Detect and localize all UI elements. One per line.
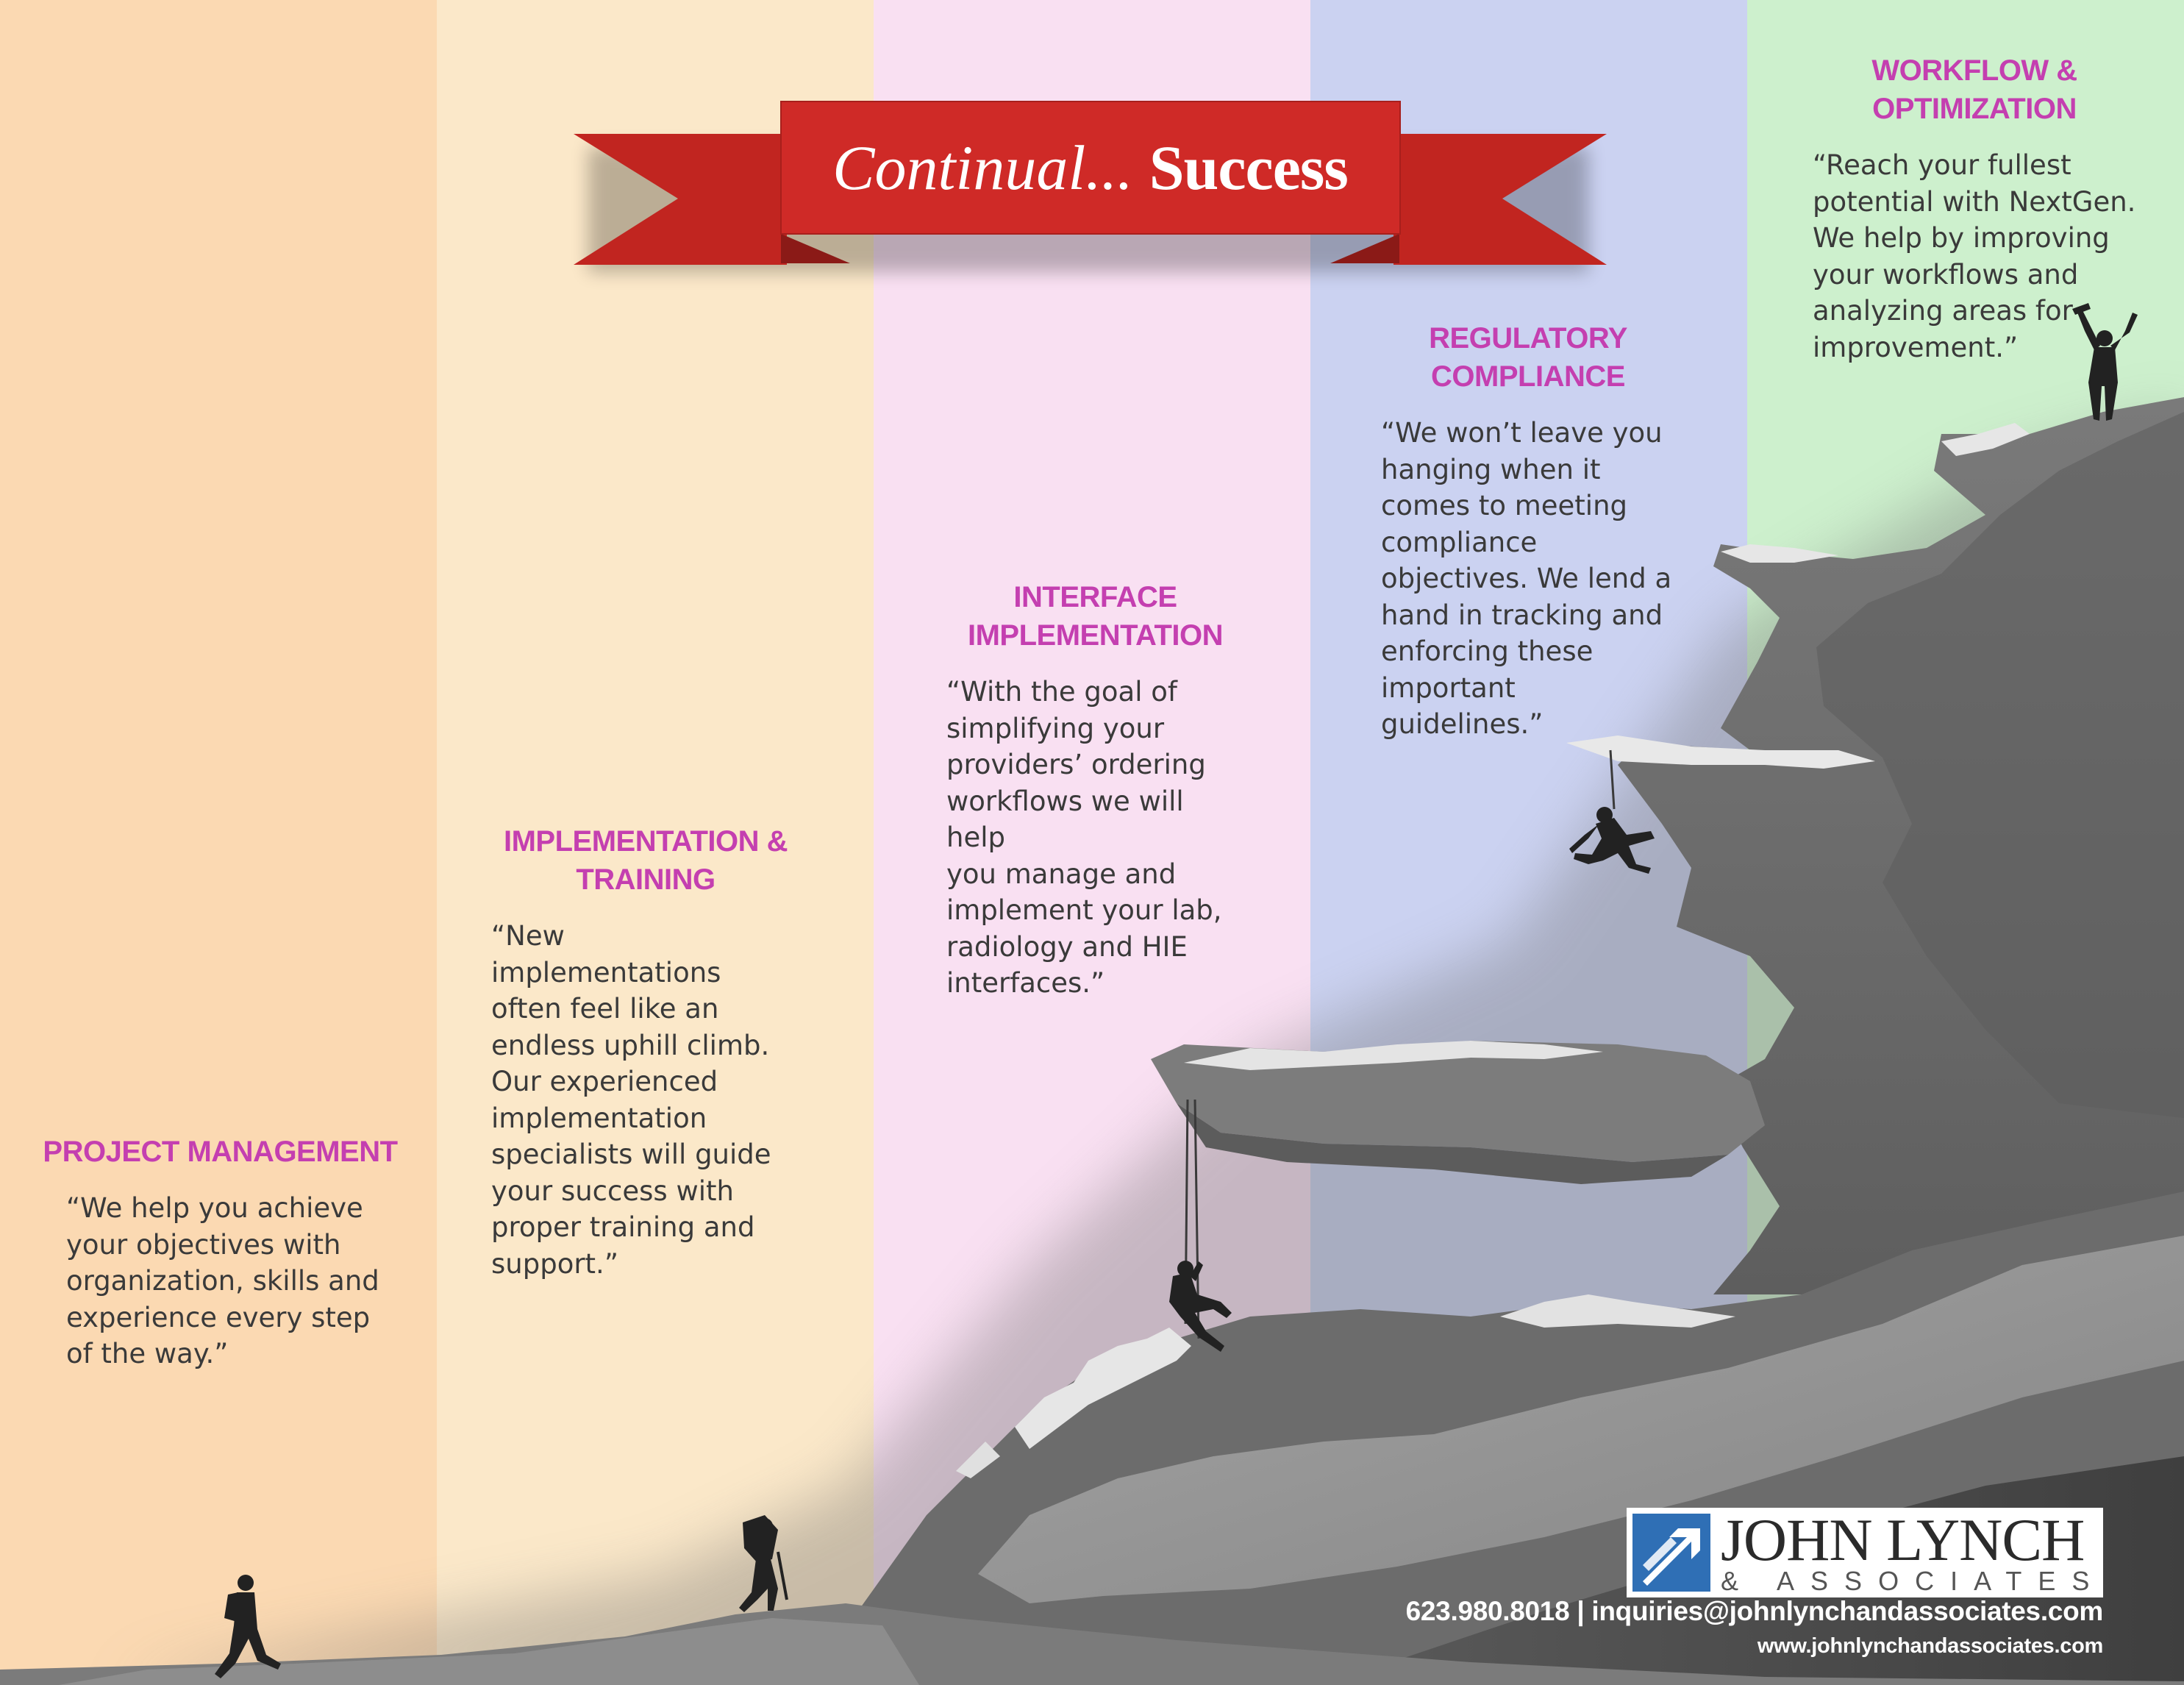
body-line: potential with NextGen. <box>1813 185 2136 218</box>
body-line: providers’ ordering <box>946 749 1206 780</box>
logo-arrow-icon <box>1632 1514 1710 1592</box>
banner-title: Continual... Success <box>783 103 1397 232</box>
body-line: We help by improving <box>1813 222 2110 254</box>
body-line: “New implementations <box>491 920 721 988</box>
body-line: simplifying your <box>946 712 1165 744</box>
section-project-management: PROJECT MANAGEMENT “We help you achieve … <box>31 1133 410 1372</box>
body-line: experience every step <box>66 1301 371 1333</box>
section-implementation-training: IMPLEMENTATION & TRAINING “New implement… <box>491 822 800 1282</box>
section-workflow-optimization: WORKFLOW & OPTIMIZATION “Reach your full… <box>1813 51 2136 366</box>
body-line: improvement.” <box>1813 331 2019 363</box>
body-line: compliance <box>1381 526 1538 558</box>
body-line: implement your lab, <box>946 894 1222 926</box>
band-implementation-training <box>437 0 874 1685</box>
body-line: often feel like an <box>491 993 719 1025</box>
contact-website[interactable]: www.johnlynchandassociates.com <box>1757 1634 2103 1658</box>
body-line: analyzing areas for <box>1813 295 2073 327</box>
body-line: hanging when it <box>1381 453 1601 485</box>
summit-climber-icon <box>2072 303 2138 421</box>
section-title-line: WORKFLOW & <box>1871 54 2077 87</box>
section-body: “New implementations often feel like an … <box>491 918 800 1282</box>
body-line: Our experienced <box>491 1066 718 1097</box>
section-title-line: OPTIMIZATION <box>1872 93 2077 125</box>
body-line: “We help you achieve <box>66 1192 363 1224</box>
logo-name: JOHN LYNCH <box>1721 1506 2085 1573</box>
body-line: specialists will guide <box>491 1139 771 1170</box>
body-line: hand in tracking and <box>1381 599 1663 631</box>
body-line: important guidelines.” <box>1381 671 1544 741</box>
section-regulatory-compliance: REGULATORY COMPLIANCE “We won’t leave yo… <box>1381 319 1675 743</box>
band-project-management <box>0 0 437 1685</box>
section-body: “We help you achieve your objectives wit… <box>66 1190 410 1372</box>
body-line: comes to meeting <box>1381 490 1628 521</box>
contact-separator: | <box>1577 1596 1585 1626</box>
section-body: “We won’t leave you hanging when it come… <box>1381 415 1675 743</box>
section-title-line: COMPLIANCE <box>1431 360 1625 393</box>
section-title-line: IMPLEMENTATION <box>967 619 1224 652</box>
section-title-line: PROJECT MANAGEMENT <box>43 1136 398 1168</box>
body-line: implementation <box>491 1102 707 1134</box>
section-body: “Reach your fullest potential with NextG… <box>1813 147 2136 366</box>
banner-title-part1: Continual... <box>832 132 1133 203</box>
contact-email[interactable]: inquiries@johnlynchandassociates.com <box>1591 1596 2103 1626</box>
section-title-line: IMPLEMENTATION & <box>503 825 788 858</box>
contact-line: 623.980.8018 | inquiries@johnlynchandass… <box>1405 1596 2104 1627</box>
body-line: your success with <box>491 1175 734 1207</box>
section-body: “With the goal of simplifying your provi… <box>946 674 1244 1002</box>
backpacker-icon <box>739 1515 788 1612</box>
body-line: enforcing these <box>1381 635 1594 667</box>
section-title: PROJECT MANAGEMENT <box>31 1133 410 1171</box>
section-interface-implementation: INTERFACE IMPLEMENTATION “With the goal … <box>946 578 1244 1002</box>
body-line: radiology and HIE <box>946 930 1188 963</box>
body-line: of the way.” <box>66 1338 229 1369</box>
section-title-line: REGULATORY <box>1429 322 1627 355</box>
contact-phone: 623.980.8018 <box>1405 1596 1570 1626</box>
body-line: proper training and <box>491 1211 755 1243</box>
body-line: “Reach your fullest <box>1813 149 2071 181</box>
logo-subtitle: & ASSOCIATES <box>1721 1566 2106 1596</box>
body-line: objectives. We lend a <box>1381 563 1672 594</box>
body-line: support.” <box>491 1247 618 1280</box>
body-line: “With the goal of <box>946 676 1177 708</box>
body-line: workflows we will help <box>946 785 1184 854</box>
body-line: your objectives with <box>66 1228 341 1261</box>
banner-title-part2: Success <box>1149 132 1349 203</box>
body-line: endless uphill climb. <box>491 1029 770 1061</box>
body-line: you manage and <box>946 858 1177 890</box>
hiker-icon <box>215 1575 281 1678</box>
company-logo: JOHN LYNCH & ASSOCIATES <box>1627 1508 2103 1597</box>
body-line: your workflows and <box>1813 258 2079 291</box>
section-title-line: INTERFACE <box>1013 581 1177 613</box>
section-title: REGULATORY COMPLIANCE <box>1381 319 1675 396</box>
rope-climber-icon <box>1169 1261 1232 1352</box>
section-title: INTERFACE IMPLEMENTATION <box>946 578 1244 655</box>
section-title: WORKFLOW & OPTIMIZATION <box>1813 51 2136 128</box>
section-title: IMPLEMENTATION & TRAINING <box>491 822 800 899</box>
body-line: interfaces.” <box>946 967 1105 999</box>
body-line: organization, skills and <box>66 1265 379 1297</box>
section-title-line: TRAINING <box>576 863 715 896</box>
body-line: “We won’t leave you <box>1381 417 1663 449</box>
hanging-climber-icon <box>1569 807 1655 874</box>
